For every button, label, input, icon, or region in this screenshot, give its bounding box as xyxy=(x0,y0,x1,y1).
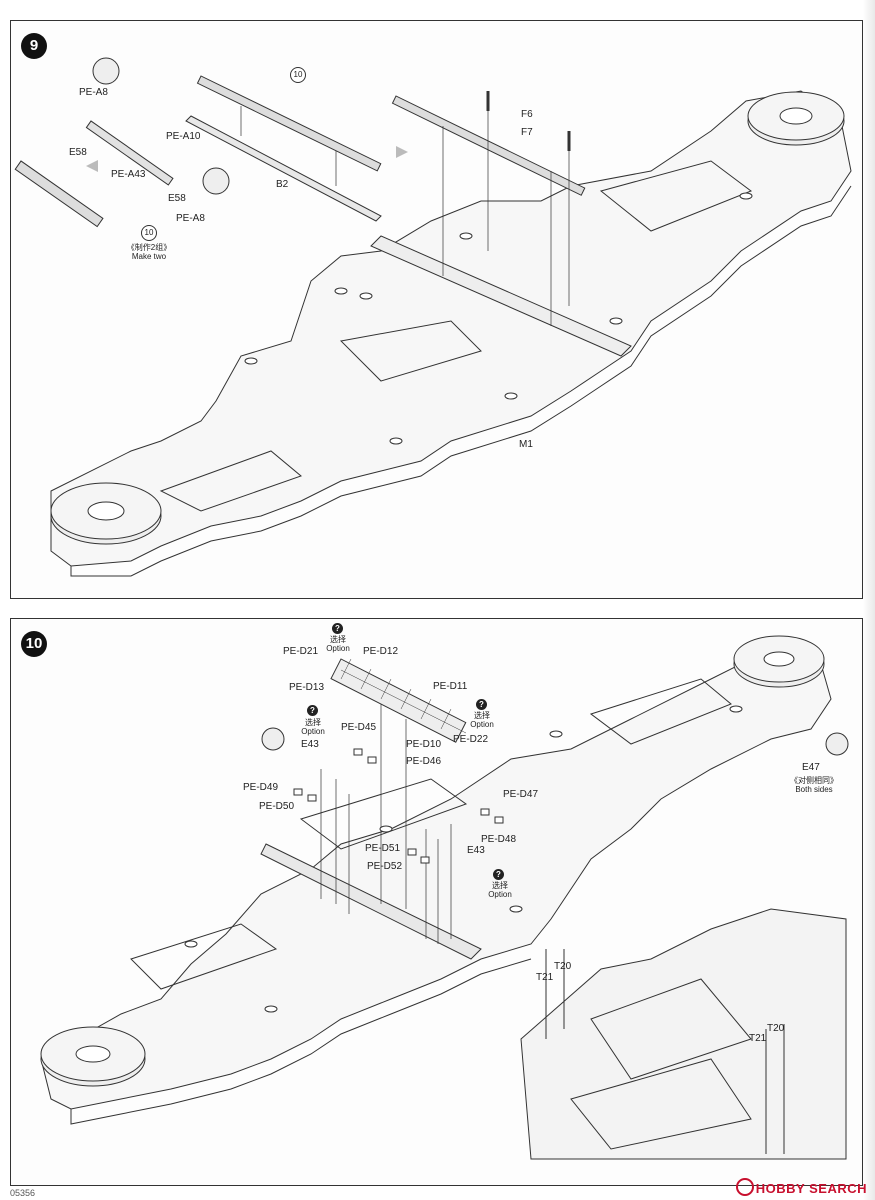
label-pe-d48: PE-D48 xyxy=(481,834,517,845)
deck-outline xyxy=(40,648,832,1110)
label-t20-b: T20 xyxy=(767,1023,785,1034)
beam-b2 xyxy=(185,115,382,222)
option-cn: 选择 xyxy=(492,881,508,890)
step-10-drawing xyxy=(40,635,849,1160)
option-cn: 选择 xyxy=(305,718,321,727)
label-pe-a43: PE-A43 xyxy=(111,169,146,180)
label-pe-d22: PE-D22 xyxy=(453,734,489,745)
label-pe-d21: PE-D21 xyxy=(283,646,319,657)
both-sides-note: 《对侧相同》 Both sides xyxy=(783,776,845,794)
deck-outline xyxy=(50,90,852,567)
ref-step-10-make: 10 xyxy=(141,225,157,241)
option-icon-mid: ? xyxy=(493,869,504,880)
option-icon-left: ? xyxy=(307,705,318,716)
label-pe-d12: PE-D12 xyxy=(363,646,399,657)
label-t21-a: T21 xyxy=(536,972,554,983)
grating-pe-d xyxy=(330,658,467,743)
page-edge-shadow xyxy=(863,0,875,1200)
both-sides-cn: 《对侧相同》 xyxy=(790,776,838,785)
label-f7: F7 xyxy=(521,127,533,138)
label-e58-right: E58 xyxy=(168,193,186,204)
label-t21-b: T21 xyxy=(749,1033,767,1044)
label-pe-d47: PE-D47 xyxy=(503,789,539,800)
label-pe-d46: PE-D46 xyxy=(406,756,442,767)
make-two-en: Make two xyxy=(131,252,167,261)
girder-pe-a43 xyxy=(14,160,104,228)
option-en: Option xyxy=(488,890,512,899)
label-pe-d49: PE-D49 xyxy=(243,782,279,793)
label-pe-d52: PE-D52 xyxy=(367,861,403,872)
option-note-mid: 选择 Option xyxy=(483,881,517,899)
ref-step-10-top: 10 xyxy=(290,67,306,83)
watermark-text: HOBBY SEARCH xyxy=(755,1181,867,1196)
label-pe-a8-top: PE-A8 xyxy=(79,87,108,98)
option-icon-right: ? xyxy=(476,699,487,710)
label-e43-right: E43 xyxy=(467,845,485,856)
option-icon-top: ? xyxy=(332,623,343,634)
option-note-left: 选择 Option xyxy=(297,718,329,736)
label-m1: M1 xyxy=(519,439,533,450)
option-cn: 选择 xyxy=(330,635,346,644)
watermark: HOBBY SEARCH xyxy=(735,1178,867,1196)
watermark-logo-icon xyxy=(735,1178,754,1196)
option-en: Option xyxy=(301,727,325,736)
label-b2: B2 xyxy=(276,179,289,190)
label-pe-d13: PE-D13 xyxy=(289,682,325,693)
label-pe-d50: PE-D50 xyxy=(259,801,295,812)
label-t20-a: T20 xyxy=(554,961,572,972)
label-pe-d11: PE-D11 xyxy=(433,681,468,692)
make-two-cn: 《制作2组》 xyxy=(126,243,172,252)
step-9-drawing xyxy=(14,57,852,577)
label-e47: E47 xyxy=(802,762,820,773)
both-sides-en: Both sides xyxy=(795,785,833,794)
option-cn: 选择 xyxy=(474,711,490,720)
label-pe-d51: PE-D51 xyxy=(365,843,401,854)
label-e43-left: E43 xyxy=(301,739,319,750)
label-pe-a10: PE-A10 xyxy=(166,131,201,142)
step-number: 9 xyxy=(21,33,47,59)
step-number: 10 xyxy=(21,631,47,657)
step-9-panel: 9 xyxy=(10,20,863,599)
option-en: Option xyxy=(470,720,494,729)
label-pe-d10: PE-D10 xyxy=(406,739,442,750)
step-10-panel: 10 xyxy=(10,618,863,1186)
label-pe-a8-bottom: PE-A8 xyxy=(176,213,205,224)
label-pe-d45: PE-D45 xyxy=(341,722,377,733)
option-note-right: 选择 Option xyxy=(465,711,499,729)
option-note-top: 选择 Option xyxy=(321,635,355,653)
label-f6: F6 xyxy=(521,109,533,120)
make-two-note: 《制作2组》 Make two xyxy=(121,243,177,261)
girder-upper xyxy=(196,75,382,172)
option-en: Option xyxy=(326,644,350,653)
hull-detail-section xyxy=(520,908,847,1160)
page-fragment: 05356 xyxy=(10,1188,36,1198)
label-e58-left: E58 xyxy=(69,147,87,158)
